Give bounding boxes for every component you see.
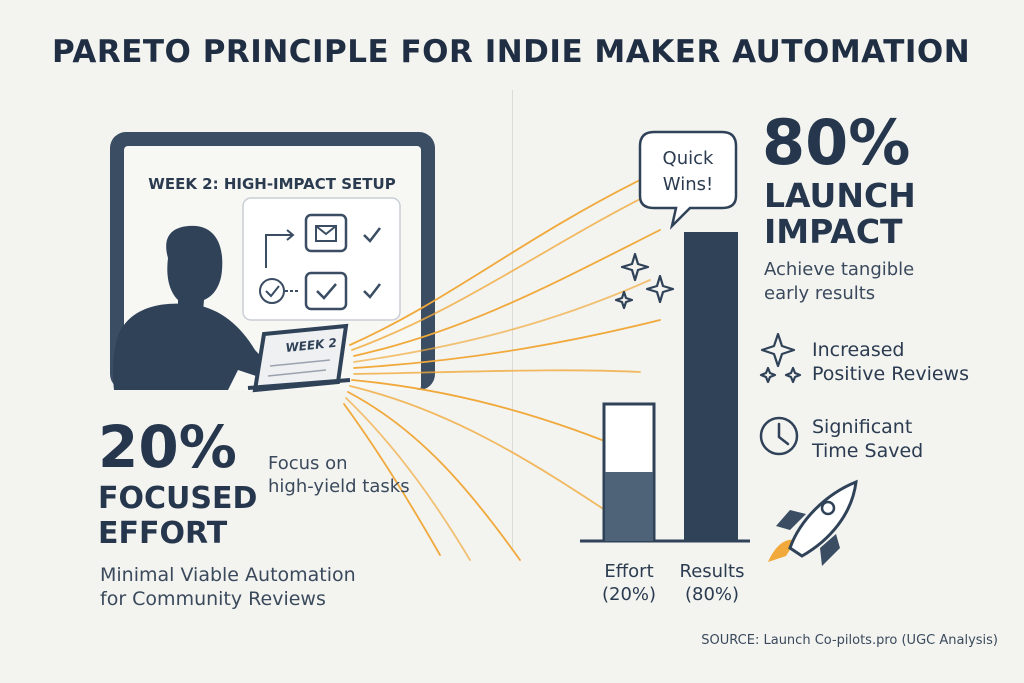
effort-heading-line1: FOCUSED [98, 481, 258, 516]
bubble-line1: Quick [663, 148, 714, 169]
person-silhouette [113, 225, 270, 390]
impact-desc-line1: Achieve tangible [764, 259, 915, 280]
envelope-icon [304, 213, 348, 253]
focus-line1: Focus on [268, 453, 348, 474]
monitor-heading: WEEK 2: HIGH-IMPACT SETUP [148, 175, 395, 193]
effort-bar-label: Effort (20%) [589, 560, 669, 607]
benefit-reviews-line1: Increased [812, 339, 905, 361]
focus-line2: high-yield tasks [268, 476, 410, 497]
check-icon [363, 283, 381, 299]
results-bar [684, 232, 738, 541]
impact-heading-line2: IMPACT [764, 212, 903, 251]
impact-heading-line1: LAUNCH [764, 176, 916, 215]
benefit-reviews-line2: Positive Reviews [812, 363, 969, 385]
impact-desc-line2: early results [764, 283, 876, 304]
check-circle-icon [259, 278, 285, 304]
desc-line1: Minimal Viable Automation [100, 564, 356, 586]
laptop: WEEK 2 [247, 323, 351, 393]
workflow-panel [242, 197, 401, 321]
laptop-label: WEEK 2 [285, 336, 338, 355]
quick-wins-bubble: Quick Wins! [638, 130, 738, 230]
effort-bar [605, 472, 653, 541]
center-divider [512, 90, 513, 550]
clock-icon [759, 416, 799, 456]
bar-chart [580, 232, 750, 543]
benefit-time-line1: Significant [812, 416, 913, 438]
benefit-time-line2: Time Saved [812, 440, 924, 462]
effort-rays [343, 179, 661, 561]
source-note: SOURCE: Launch Co-pilots.pro (UGC Analys… [701, 633, 998, 648]
effort-heading-line2: EFFORT [98, 516, 228, 551]
results-bar-label: Results (80%) [666, 560, 758, 607]
desc-line2: for Community Reviews [100, 588, 326, 610]
effort-label-line2: (20%) [601, 584, 657, 606]
check-icon [363, 227, 381, 243]
sparkle-icon [614, 252, 675, 310]
effort-label-line1: Effort [604, 561, 654, 582]
sparkle-icon [759, 332, 802, 384]
rocket-icon [768, 479, 858, 566]
effort-percent: 20% [98, 413, 237, 481]
page-title: PARETO PRINCIPLE FOR INDIE MAKER AUTOMAT… [52, 34, 971, 70]
results-label-line1: Results [679, 561, 745, 582]
results-label-line2: (80%) [684, 584, 740, 606]
impact-percent: 80% [762, 106, 911, 179]
checkbox-icon [304, 271, 348, 311]
bubble-line2: Wins! [663, 174, 713, 195]
